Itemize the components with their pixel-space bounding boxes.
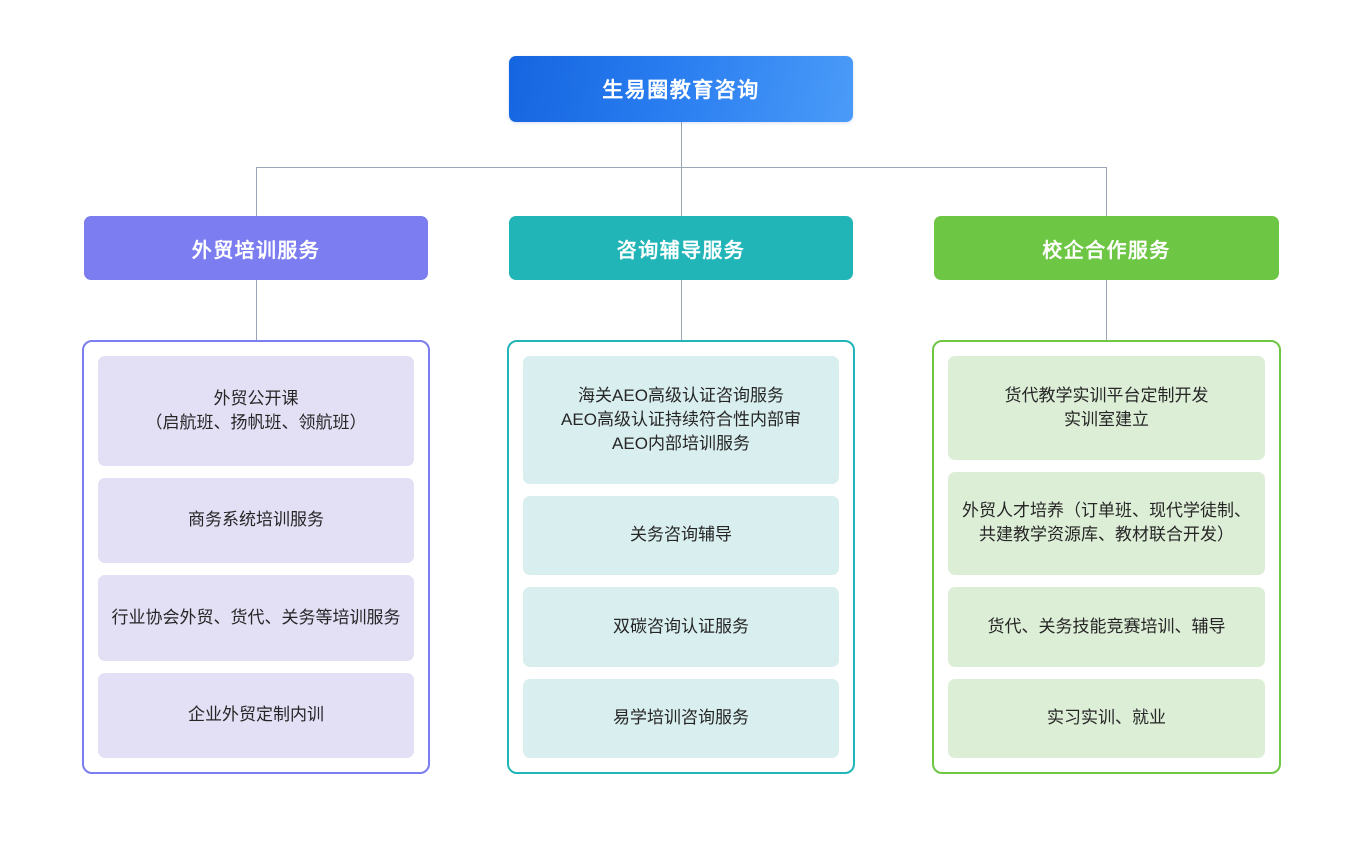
leaf-item[interactable]: 易学培训咨询服务: [523, 678, 839, 758]
branch-group-xiaoqi-hezuo: 货代教学实训平台定制开发 实训室建立 外贸人才培养（订单班、现代学徒制、共建教学…: [932, 340, 1281, 774]
connector-branch-2-to-group: [681, 280, 682, 340]
branch-header-label: 校企合作服务: [1042, 239, 1171, 262]
leaf-item[interactable]: 关务咨询辅导: [523, 495, 839, 576]
branch-group-zixun-fudao: 海关AEO高级认证咨询服务 AEO高级认证持续符合性内部审 AEO内部培训服务 …: [507, 340, 855, 774]
connector-bus-to-branch-1: [256, 167, 257, 216]
leaf-item[interactable]: 外贸人才培养（订单班、现代学徒制、共建教学资源库、教材联合开发）: [948, 471, 1265, 576]
branch-group-waimao-peixun: 外贸公开课 （启航班、扬帆班、领航班） 商务系统培训服务 行业协会外贸、货代、关…: [82, 340, 430, 774]
connector-root-down: [681, 122, 682, 167]
leaf-item[interactable]: 商务系统培训服务: [98, 477, 414, 564]
leaf-item[interactable]: 货代教学实训平台定制开发 实训室建立: [948, 356, 1265, 460]
root-node[interactable]: 生易圈教育咨询: [509, 56, 853, 122]
branch-header-xiaoqi-hezuo[interactable]: 校企合作服务: [934, 216, 1279, 280]
connector-bus-to-branch-2: [681, 167, 682, 216]
connector-bus-to-branch-3: [1106, 167, 1107, 216]
root-node-label: 生易圈教育咨询: [602, 79, 760, 102]
leaf-item[interactable]: 双碳咨询认证服务: [523, 587, 839, 667]
connector-branch-3-to-group: [1106, 280, 1107, 340]
leaf-item[interactable]: 外贸公开课 （启航班、扬帆班、领航班）: [98, 356, 414, 466]
leaf-item[interactable]: 行业协会外贸、货代、关务等培训服务: [98, 575, 414, 661]
branch-header-zixun-fudao[interactable]: 咨询辅导服务: [509, 216, 853, 280]
leaf-item[interactable]: 海关AEO高级认证咨询服务 AEO高级认证持续符合性内部审 AEO内部培训服务: [523, 356, 839, 484]
leaf-item[interactable]: 实习实训、就业: [948, 678, 1265, 758]
leaf-item[interactable]: 货代、关务技能竞赛培训、辅导: [948, 587, 1265, 667]
leaf-item[interactable]: 企业外贸定制内训: [98, 672, 414, 758]
branch-header-waimao-peixun[interactable]: 外贸培训服务: [84, 216, 428, 280]
branch-header-label: 外贸培训服务: [191, 239, 321, 262]
connector-branch-1-to-group: [256, 280, 257, 340]
branch-header-label: 咨询辅导服务: [616, 239, 746, 262]
